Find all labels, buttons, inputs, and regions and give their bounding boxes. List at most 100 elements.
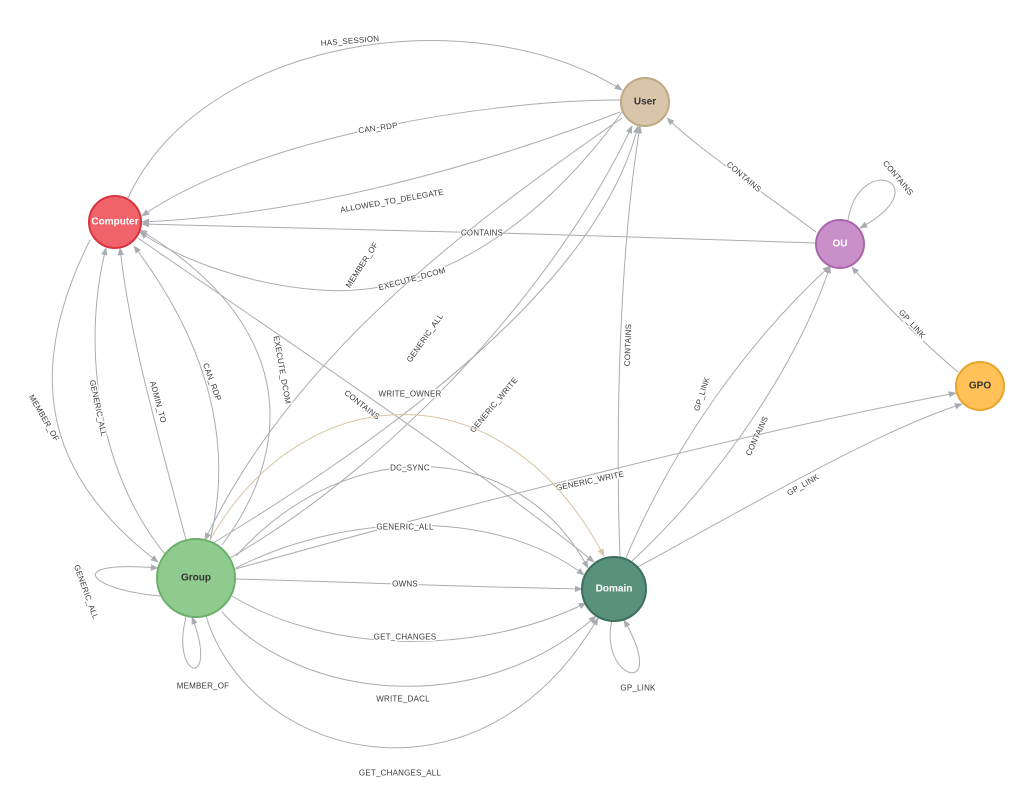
edge-has-session[interactable]: HAS_SESSION — [127, 32, 623, 199]
edge-write-owner[interactable]: WRITE_OWNER — [209, 388, 605, 557]
node-label: Group — [181, 573, 211, 584]
node-ou[interactable]: OU — [815, 219, 865, 269]
edge-line[interactable] — [139, 111, 623, 292]
edge-line[interactable] — [231, 391, 957, 571]
edge-label: ADMIN_TO — [148, 380, 168, 424]
edge-line[interactable] — [205, 615, 599, 749]
edge-line[interactable] — [235, 466, 589, 569]
node-circle[interactable] — [88, 195, 142, 249]
edge-label: DC_SYNC — [390, 464, 430, 473]
node-user[interactable]: User — [620, 77, 670, 127]
node-circle[interactable] — [955, 361, 1005, 411]
edge-label: CONTAINS — [744, 415, 770, 457]
edge-line[interactable] — [51, 239, 159, 563]
edge-label: MEMBER_OF — [344, 241, 380, 290]
edge-line[interactable] — [141, 220, 817, 244]
edge-label: CONTAINS — [725, 160, 763, 194]
node-label: User — [634, 97, 656, 108]
edge-label: GENERIC_ALL — [376, 523, 434, 532]
node-circle[interactable] — [815, 219, 865, 269]
edge-contains[interactable]: CONTAINS — [617, 125, 643, 558]
edge-line[interactable] — [182, 616, 202, 669]
node-gpo[interactable]: GPO — [955, 361, 1005, 411]
edge-line[interactable] — [209, 125, 640, 546]
edge-label: GP_LINK — [897, 308, 928, 341]
edge-label: GET_CHANGES — [374, 633, 437, 642]
edge-generic-all[interactable]: GENERIC_ALL — [70, 562, 161, 622]
edge-line[interactable] — [235, 524, 585, 576]
edge-line[interactable] — [666, 117, 817, 233]
edge-line[interactable] — [94, 247, 171, 561]
edge-label: ALLOWED_TO_DELEGATE — [340, 187, 445, 214]
edge-line[interactable] — [624, 265, 831, 561]
edge-line[interactable] — [635, 403, 963, 569]
edge-member-of[interactable]: MEMBER_OF — [204, 117, 623, 541]
edge-line[interactable] — [231, 595, 587, 642]
edge-label: WRITE_OWNER — [378, 390, 441, 399]
edge-contains[interactable]: CONTAINS — [141, 220, 817, 244]
edge-line[interactable] — [127, 40, 623, 199]
edge-admin-to[interactable]: ADMIN_TO — [117, 247, 187, 541]
edge-label: GENERIC_ALL — [88, 379, 109, 437]
edge-gp-link[interactable]: GP_LINK — [624, 265, 831, 561]
edge-line[interactable] — [847, 179, 896, 229]
edge-line[interactable] — [137, 237, 595, 563]
edge-line[interactable] — [117, 247, 187, 541]
edge-line[interactable] — [631, 265, 831, 562]
edge-label: CONTAINS — [623, 324, 633, 367]
edge-label: CAN_RDP — [201, 362, 223, 402]
edge-label: EXECUTE_DCOM — [272, 335, 293, 405]
edge-dc-sync[interactable]: DC_SYNC — [235, 462, 589, 569]
edge-label: MEMBER_OF — [177, 682, 229, 691]
edge-gp-link[interactable]: GP_LINK — [609, 619, 657, 694]
edge-label: GET_CHANGES_ALL — [359, 769, 441, 778]
edge-label: CAN_RDP — [358, 121, 399, 135]
edge-owns[interactable]: OWNS — [235, 578, 583, 593]
edge-generic-all[interactable]: GENERIC_ALL — [235, 521, 585, 576]
node-domain[interactable]: Domain — [581, 556, 647, 622]
edge-line[interactable] — [94, 564, 161, 597]
edge-label: GP_LINK — [620, 684, 656, 693]
edge-line[interactable] — [209, 414, 605, 557]
edge-member-of[interactable]: MEMBER_OF — [175, 616, 231, 692]
edge-contains[interactable]: CONTAINS — [137, 237, 595, 563]
node-circle[interactable] — [620, 77, 670, 127]
edge-contains[interactable]: CONTAINS — [631, 265, 831, 562]
edge-line[interactable] — [141, 99, 621, 217]
edge-contains[interactable]: CONTAINS — [847, 157, 917, 229]
edge-label: GENERIC_ALL — [72, 564, 100, 621]
node-label: OU — [833, 239, 848, 250]
edge-label: HAS_SESSION — [320, 34, 379, 48]
edge-gp-link[interactable]: GP_LINK — [635, 403, 963, 569]
edge-label: GENERIC_WRITE — [555, 469, 625, 492]
edge-line[interactable] — [133, 245, 220, 541]
edge-label: WRITE_DACL — [376, 695, 430, 704]
edge-contains[interactable]: CONTAINS — [666, 117, 817, 233]
node-label: GPO — [969, 381, 991, 392]
edge-label: GENERIC_ALL — [405, 312, 445, 364]
edge-label: GENERIC_WRITE — [468, 376, 519, 435]
edge-line[interactable] — [235, 578, 583, 593]
edge-line[interactable] — [609, 619, 641, 674]
edge-write-dacl[interactable]: WRITE_DACL — [221, 611, 597, 705]
edge-label: OWNS — [392, 580, 418, 589]
edges-layer: HAS_SESSION CAN_RDP ALLOWED_TO_DELEGATE CON… — [25, 32, 963, 779]
edge-line[interactable] — [141, 111, 621, 225]
edge-get-changes-all[interactable]: GET_CHANGES_ALL — [205, 615, 599, 779]
node-computer[interactable]: Computer — [88, 195, 142, 249]
edge-line[interactable] — [617, 125, 643, 558]
edge-line[interactable] — [221, 611, 597, 687]
edge-get-changes[interactable]: GET_CHANGES — [231, 595, 587, 643]
node-circle[interactable] — [156, 538, 236, 618]
edge-label: CONTAINS — [461, 229, 503, 238]
edge-line[interactable] — [139, 229, 271, 546]
edge-line[interactable] — [229, 125, 633, 559]
edge-line[interactable] — [851, 266, 959, 373]
node-group[interactable]: Group — [156, 538, 236, 618]
edge-gp-link[interactable]: GP_LINK — [851, 266, 959, 373]
node-circle[interactable] — [581, 556, 647, 622]
edge-line[interactable] — [204, 117, 623, 541]
node-label: Domain — [596, 584, 633, 595]
node-label: Computer — [91, 217, 138, 228]
